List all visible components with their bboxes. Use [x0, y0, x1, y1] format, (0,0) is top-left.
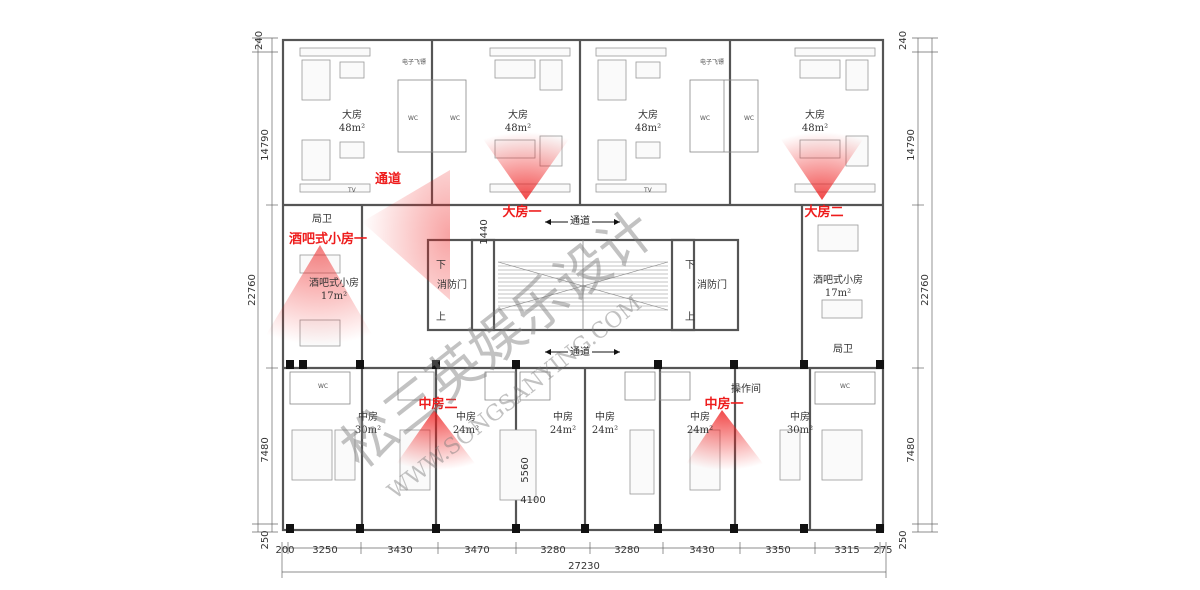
dim-corridor-1440: 1440 — [479, 219, 490, 244]
dim-center-5560: 5560 — [520, 457, 531, 482]
room-large-2-area: 48m² — [505, 123, 531, 134]
cone-mid-2 — [392, 410, 480, 470]
room-mid-2-area: 24m² — [453, 425, 479, 436]
room-mid-5-area: 24m² — [687, 425, 713, 436]
label-fire-door-right: 消防门 — [697, 278, 727, 291]
corridor-bottom-label: 通道 — [570, 345, 590, 358]
cone-big-1 — [478, 132, 574, 200]
room-mid-3-name: 中房 — [553, 410, 573, 423]
dim-left-22760: 22760 — [247, 274, 258, 306]
room-mid-4-name: 中房 — [595, 410, 615, 423]
label-wc-3: WC — [700, 115, 710, 122]
dim-bottom-3280b: 3280 — [614, 545, 639, 556]
dim-bottom-200: 200 — [275, 545, 294, 556]
label-tv-1: TV — [347, 187, 357, 194]
dim-left-7480: 7480 — [260, 437, 271, 462]
label-stair-down-right: 下 — [685, 260, 695, 271]
label-stair-up-left: 上 — [436, 311, 446, 323]
room-large-4-area: 48m² — [802, 123, 828, 134]
room-large-3-area: 48m² — [635, 123, 661, 134]
callout-big-2: 大房二 — [804, 204, 843, 220]
dim-right-7480: 7480 — [906, 437, 917, 462]
room-mid-3-area: 24m² — [550, 425, 576, 436]
callout-big-1: 大房一 — [502, 204, 541, 220]
room-mid-4-area: 24m² — [592, 425, 618, 436]
callout-corridor: 通道 — [375, 171, 401, 187]
label-operation-room: 操作间 — [731, 382, 761, 395]
room-large-1-name: 大房 — [342, 108, 362, 121]
dim-bottom-total: 27230 — [568, 561, 600, 572]
label-local-wc-bottom: 局卫 — [833, 343, 853, 355]
dim-bottom-3430b: 3430 — [689, 545, 714, 556]
columns — [286, 360, 884, 533]
label-wc-2: WC — [450, 115, 460, 122]
callout-bar-1: 酒吧式小房一 — [289, 231, 367, 247]
dim-bottom-3470: 3470 — [464, 545, 489, 556]
room-bar-right-name: 酒吧式小房 — [813, 273, 863, 286]
room-large-4-name: 大房 — [805, 108, 825, 121]
cone-bar-1 — [260, 245, 378, 345]
dim-bottom-3250: 3250 — [312, 545, 337, 556]
room-mid-1-name: 中房 — [358, 410, 378, 423]
dim-center-4100: 4100 — [520, 495, 545, 506]
room-mid-1-area: 30m² — [355, 425, 381, 436]
view-cones — [260, 132, 868, 470]
dim-bottom-275: 275 — [873, 545, 892, 556]
label-elevator-1: 电子飞镖 — [402, 58, 426, 66]
room-mid-2-name: 中房 — [456, 410, 476, 423]
corridor-top-label: 通道 — [570, 214, 590, 227]
label-local-wc-top: 局卫 — [312, 213, 332, 225]
room-bar-right-area: 17m² — [825, 288, 851, 299]
dim-right-240: 240 — [898, 31, 909, 50]
label-tv-2: TV — [643, 187, 653, 194]
dim-bottom-3315: 3315 — [834, 545, 859, 556]
room-large-1-area: 48m² — [339, 123, 365, 134]
dim-bottom-3350: 3350 — [765, 545, 790, 556]
label-elevator-2: 电子飞镖 — [700, 58, 724, 66]
dim-left-250: 250 — [260, 530, 271, 549]
label-wc-4: WC — [744, 115, 754, 122]
dim-right-22760: 22760 — [920, 274, 931, 306]
dim-right-250: 250 — [898, 530, 909, 549]
dimension-lines — [252, 37, 938, 578]
label-stair-down-left: 下 — [436, 260, 446, 271]
room-mid-5-name: 中房 — [690, 410, 710, 423]
room-mid-6-name: 中房 — [790, 410, 810, 423]
label-wc-1: WC — [408, 115, 418, 122]
label-wc-5: WC — [318, 383, 328, 390]
cone-mid-1 — [682, 410, 768, 470]
stair-treads — [497, 261, 669, 311]
dim-right-14790: 14790 — [906, 129, 917, 161]
dim-left-240: 240 — [254, 31, 265, 50]
room-bar-left-name: 酒吧式小房 — [309, 276, 359, 289]
callout-mid-1: 中房一 — [704, 396, 743, 412]
label-wc-6: WC — [840, 383, 850, 390]
dim-bottom-3430a: 3430 — [387, 545, 412, 556]
cone-corridor — [362, 170, 450, 300]
dim-left-14790: 14790 — [260, 129, 271, 161]
dim-bottom-3280a: 3280 — [540, 545, 565, 556]
label-stair-up-right: 上 — [685, 311, 695, 323]
room-large-2-name: 大房 — [508, 108, 528, 121]
callout-mid-2: 中房二 — [418, 396, 457, 412]
room-bar-left-area: 17m² — [321, 291, 347, 302]
label-fire-door-left: 消防门 — [437, 278, 467, 291]
cone-big-2 — [776, 132, 868, 200]
room-mid-6-area: 30m² — [787, 425, 813, 436]
room-large-3-name: 大房 — [638, 108, 658, 121]
